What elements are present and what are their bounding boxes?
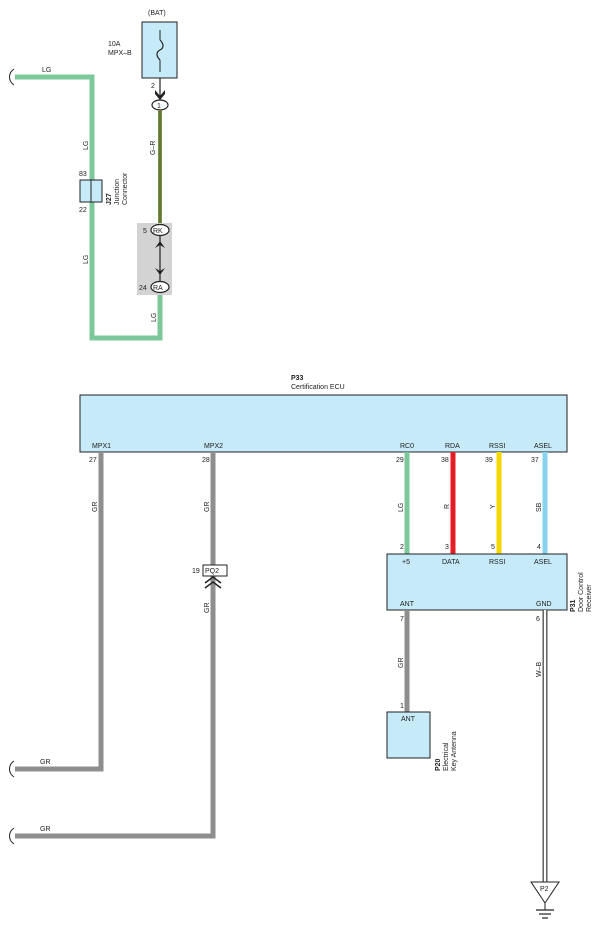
ra-arrow bbox=[155, 268, 165, 275]
lg-label-vert-2: LG bbox=[83, 255, 90, 264]
rx-term-data: DATA bbox=[442, 559, 460, 566]
j27-pin-bot: 22 bbox=[79, 207, 87, 214]
rssi-y-label: Y bbox=[490, 504, 497, 509]
rx-term-asel: ASEL bbox=[534, 559, 552, 566]
g-r-label: G–R bbox=[150, 141, 157, 155]
lg-label-vert-1: LG bbox=[83, 141, 90, 150]
fuse-rating: 10A bbox=[108, 41, 121, 48]
ecu-pin-28: 28 bbox=[202, 457, 210, 464]
ecu-term-mpx2: MPX2 bbox=[204, 443, 223, 450]
rx-pin-4: 4 bbox=[537, 544, 541, 551]
ra-connector bbox=[150, 280, 170, 294]
fuse-connector-arrow bbox=[155, 90, 165, 100]
pq2-connector bbox=[202, 564, 228, 577]
receiver-id: P31 bbox=[570, 599, 577, 612]
rx-pin-7: 7 bbox=[400, 616, 404, 623]
ecu-pin-27: 27 bbox=[89, 457, 97, 464]
rx-term-gnd: GND bbox=[536, 601, 552, 608]
ecu-term-mpx1: MPX1 bbox=[92, 443, 111, 450]
wire-break-left-mpx2 bbox=[9, 827, 15, 845]
fuse-icon bbox=[156, 39, 164, 61]
lg-wire-top bbox=[15, 74, 163, 341]
ecu-pin-39: 39 bbox=[485, 457, 493, 464]
pq2-pin: 19 bbox=[192, 568, 200, 575]
antenna-id: P20 bbox=[435, 758, 442, 771]
antenna-desc1: Electrical bbox=[443, 742, 450, 771]
j27-id: J27 bbox=[106, 193, 113, 205]
mpx2-wire bbox=[15, 452, 216, 839]
fuse-pin: 2 bbox=[151, 83, 155, 90]
mpx2-gr-vert-1: GR bbox=[204, 502, 211, 513]
rx-term-ant: ANT bbox=[400, 601, 415, 608]
rx-term-5v: +5 bbox=[402, 559, 410, 566]
ra-label: RA bbox=[153, 285, 163, 292]
receiver-desc2: Receiver bbox=[586, 584, 593, 612]
rk-connector bbox=[150, 223, 170, 237]
ground-p2-triangle bbox=[530, 881, 560, 904]
wire-break-left-top bbox=[9, 68, 15, 86]
lg-label-top: LG bbox=[42, 67, 51, 74]
rx-pin-5: 5 bbox=[491, 544, 495, 551]
ecu-term-asel: ASEL bbox=[534, 443, 552, 450]
ra-pin: 24 bbox=[139, 285, 147, 292]
rx-pin-3: 3 bbox=[445, 544, 449, 551]
ecu-term-rda: RDA bbox=[445, 443, 460, 450]
ecu-pin-29: 29 bbox=[396, 457, 404, 464]
splice-1-label: 1 bbox=[157, 103, 161, 110]
rk-pin: 5 bbox=[143, 228, 147, 235]
j27-desc2: Connector bbox=[122, 172, 129, 205]
receiver-desc1: Door Control bbox=[578, 572, 585, 612]
rx-pin-6: 6 bbox=[536, 616, 540, 623]
ecu-box bbox=[79, 394, 568, 453]
ant-gr-label: GR bbox=[398, 658, 405, 669]
mpx1-wire bbox=[15, 452, 104, 772]
rx-pin-2: 2 bbox=[400, 544, 404, 551]
rk-label: RK bbox=[153, 228, 163, 235]
ecu-name: Certification ECU bbox=[291, 384, 345, 391]
mpx1-gr-vert: GR bbox=[92, 502, 99, 513]
ecu-pin-37: 37 bbox=[531, 457, 539, 464]
receiver-box bbox=[386, 553, 568, 611]
antenna-terminal: ANT bbox=[401, 716, 416, 723]
lg-label-vert-3: LG bbox=[151, 313, 158, 322]
receiver-label-group: P31 Door Control Receiver bbox=[570, 572, 593, 612]
fuse-name: MPX–B bbox=[108, 50, 132, 57]
pq2-chevron-icon bbox=[204, 576, 222, 589]
asel-sb-label: SB bbox=[536, 502, 543, 512]
rk-arrow bbox=[155, 241, 165, 248]
mpx2-gr-horz: GR bbox=[40, 826, 51, 833]
wire-break-left-mpx1 bbox=[9, 760, 15, 778]
antenna-box bbox=[386, 711, 431, 759]
pq2-label: PQ2 bbox=[205, 568, 219, 575]
ground-icon bbox=[536, 909, 554, 919]
rc0-lg-label: LG bbox=[398, 503, 405, 512]
j27-label-group: J27 Junction Connector bbox=[106, 172, 129, 205]
mpx2-gr-vert-2: GR bbox=[204, 603, 211, 614]
rda-r-label: R bbox=[444, 504, 451, 509]
antenna-label-group: P20 Electrical Key Antenna bbox=[435, 731, 458, 771]
fuse-power-label: (BAT) bbox=[148, 10, 166, 17]
j27-desc1: Junction bbox=[114, 179, 121, 205]
ground-label: P2 bbox=[540, 886, 549, 893]
mpx1-gr-horz: GR bbox=[40, 759, 51, 766]
ecu-term-rssi: RSSI bbox=[489, 443, 505, 450]
ecu-id: P33 bbox=[291, 375, 304, 382]
ecu-term-rc0: RC0 bbox=[400, 443, 414, 450]
wb-label: W–B bbox=[536, 662, 543, 678]
antenna-desc2: Key Antenna bbox=[451, 731, 458, 771]
rx-term-rssi: RSSI bbox=[489, 559, 505, 566]
ecu-pin-38: 38 bbox=[441, 457, 449, 464]
antenna-pin: 1 bbox=[400, 703, 404, 710]
j27-pin-top: 83 bbox=[79, 171, 87, 178]
